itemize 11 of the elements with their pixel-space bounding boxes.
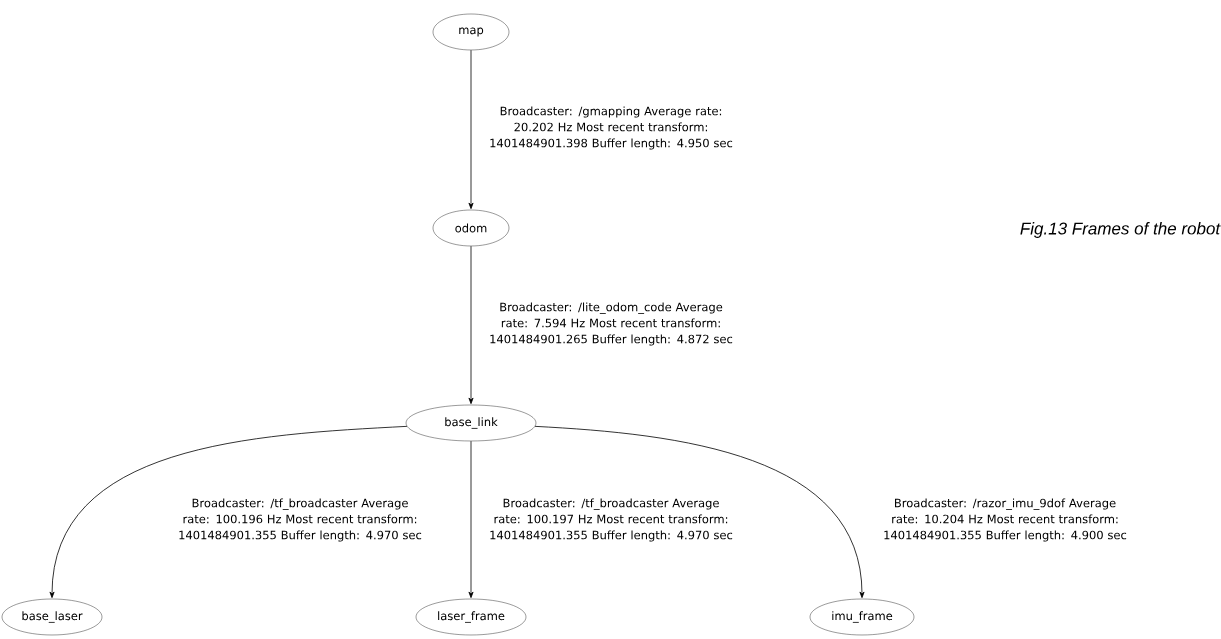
caption: Fig.13 Frames of the robot [1020,222,1221,238]
arrow [468,245,474,405]
edge-label: Broadcaster: /gmapping Average rate: 20.202 Hz Most recent transform: 1401484901.398 Buffer length: 4.950 sec [479,105,743,151]
arrow [468,49,474,210]
edge-label: Broadcaster: /tf_broadcaster Average rate: 100.196 Hz Most recent transform: 1401484901.355 Buffer length: 4.970 sec [168,497,432,543]
arrow [534,425,865,599]
edge-label: Broadcaster: /lite_odom_code Average rate: 7.594 Hz Most recent transform: 1401484901.265 Buffer length: 4.872 sec [479,301,743,347]
edge-label: Broadcaster: /tf_broadcaster Average rate: 100.197 Hz Most recent transform: 1401484901.355 Buffer length: 4.970 sec [479,497,743,543]
edge-label: Broadcaster: /razor_imu_9dof Average rate: 10.204 Hz Most recent transform: 1401484901.355 Buffer length: 4.900 sec [873,497,1137,543]
arrow [468,440,474,599]
arrow [49,425,408,599]
